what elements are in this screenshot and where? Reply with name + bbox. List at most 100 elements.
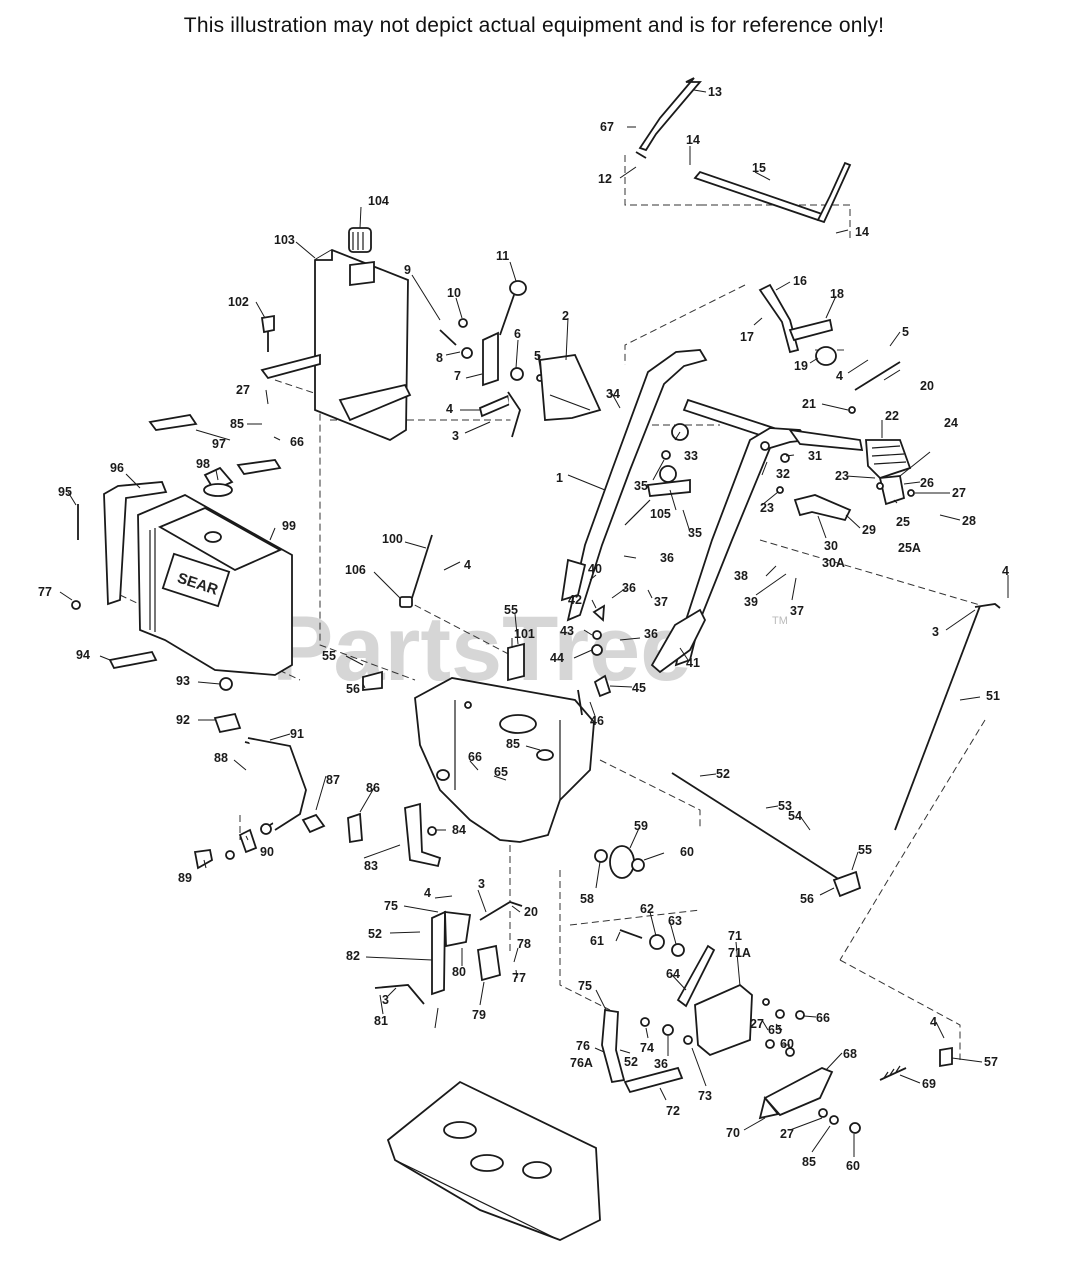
callout-c52a: 52: [716, 767, 730, 781]
callout-c4b: 4: [446, 402, 453, 416]
part-99-fuel-tank: SEAR: [137, 493, 293, 676]
callout-c101: 101: [514, 627, 535, 641]
callout-c66c: 66: [816, 1011, 830, 1025]
part-69-spring: [879, 1046, 953, 1081]
callout-c66a: 66: [290, 435, 304, 449]
callout-c29: 29: [862, 523, 876, 537]
callout-c90: 90: [260, 845, 274, 859]
callout-c51: 51: [986, 689, 1000, 703]
callout-c32: 32: [776, 467, 790, 481]
callout-c99: 99: [282, 519, 296, 533]
callout-c72: 72: [666, 1104, 680, 1118]
part-base-plate: [386, 1080, 601, 1241]
part-104-knob: [348, 227, 372, 253]
callout-c6: 6: [514, 327, 521, 341]
part-21-grip-tube: [788, 406, 864, 452]
callout-c73: 73: [698, 1089, 712, 1103]
part-20-rod: [854, 361, 901, 391]
callout-c69: 69: [922, 1077, 936, 1091]
callout-c85c: 85: [802, 1155, 816, 1169]
callout-c13: 13: [708, 85, 722, 99]
callout-c78: 78: [517, 937, 531, 951]
callout-c96: 96: [110, 461, 124, 475]
callout-c56a: 56: [346, 682, 360, 696]
part-15-rod: [693, 161, 852, 224]
callout-c20a: 20: [920, 379, 934, 393]
part-102-bolt: [260, 314, 275, 352]
callout-c18: 18: [830, 287, 844, 301]
callout-c84: 84: [452, 823, 466, 837]
callout-c75b: 75: [578, 979, 592, 993]
callout-c53: 53: [778, 799, 792, 813]
callout-c95: 95: [58, 485, 72, 499]
callout-c20b: 20: [524, 905, 538, 919]
callout-c71a: 71A: [728, 946, 751, 960]
callout-c70: 70: [726, 1126, 740, 1140]
callout-leaders: [59, 89, 1009, 1157]
part-11-knob: [499, 280, 527, 336]
callout-c64: 64: [666, 967, 680, 981]
part-19-roller: [815, 346, 837, 366]
callout-c80: 80: [452, 965, 466, 979]
part-frame-housing: [414, 677, 595, 843]
callout-c102: 102: [228, 295, 249, 309]
callout-c86: 86: [366, 781, 380, 795]
callout-c15: 15: [752, 161, 766, 175]
callout-c55c: 55: [858, 843, 872, 857]
callout-c97: 97: [212, 437, 226, 451]
callout-c11: 11: [496, 249, 509, 263]
callout-c79: 79: [472, 1008, 486, 1022]
part-56-pivot: [362, 670, 383, 691]
callout-c63: 63: [668, 914, 682, 928]
callout-c52c: 52: [624, 1055, 638, 1069]
part-82-arm: [431, 910, 472, 996]
callout-c38: 38: [734, 569, 748, 583]
part-100-rod: [399, 534, 433, 608]
callout-c66b: 66: [468, 750, 482, 764]
callout-c36b: 36: [622, 581, 636, 595]
part-22-grip: [865, 439, 912, 480]
part-43-45-washers: [577, 604, 612, 716]
part-98-cap: [203, 466, 234, 497]
callout-c77a: 77: [38, 585, 52, 599]
part-1-handle-frame: [560, 349, 810, 674]
callout-c2: 2: [562, 309, 569, 323]
callout-c10: 10: [447, 286, 461, 300]
part-6-bracket: [482, 331, 524, 387]
callout-c55b: 55: [322, 649, 336, 663]
part-51-rod: [894, 603, 1001, 831]
callout-c54: 54: [788, 809, 802, 823]
callout-c26: 26: [920, 476, 934, 490]
callout-c77b: 77: [512, 971, 526, 985]
part-16-lever: [758, 283, 800, 354]
callout-c30a: 30A: [822, 556, 845, 570]
callout-c3d: 3: [382, 993, 389, 1007]
callout-c23a: 23: [835, 469, 849, 483]
callout-c40: 40: [588, 562, 602, 576]
callout-c36d: 36: [654, 1057, 668, 1071]
part-79-plate: [476, 944, 501, 982]
part-30-arm: [793, 494, 852, 522]
callout-c93: 93: [176, 674, 190, 688]
callout-c85b: 85: [506, 737, 520, 751]
callout-c25: 25: [896, 515, 910, 529]
callout-c36c: 36: [644, 627, 658, 641]
callout-c24: 24: [944, 416, 958, 430]
callout-c91: 91: [290, 727, 304, 741]
callout-c67a: 67: [600, 120, 614, 134]
part-53-rod: [671, 772, 862, 898]
part-94-decal: [108, 650, 158, 670]
callout-c28: 28: [962, 514, 976, 528]
callout-c58: 58: [580, 892, 594, 906]
callout-c33: 33: [684, 449, 698, 463]
callout-c60c: 60: [846, 1159, 860, 1173]
part-fuel-line: [193, 677, 326, 870]
callout-c9: 9: [404, 263, 411, 277]
callout-c3a: 3: [452, 429, 459, 443]
part-59-sprocket: [594, 845, 645, 879]
callout-c27c: 27: [750, 1017, 764, 1031]
part-86-fitting: [347, 812, 363, 844]
callout-c27a: 27: [236, 383, 250, 397]
callout-c1: 1: [556, 471, 563, 485]
